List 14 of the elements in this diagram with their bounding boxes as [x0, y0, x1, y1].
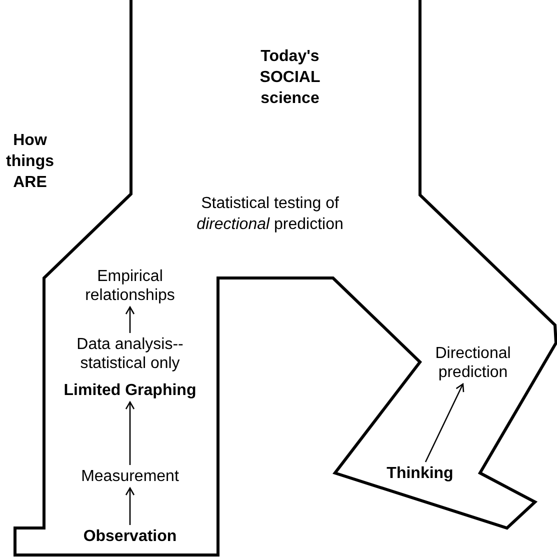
step-label: Directional prediction	[434, 344, 512, 382]
bold-step-label: Thinking	[386, 464, 454, 483]
step-label: Measurement	[81, 467, 179, 486]
bold-step-label: Observation	[83, 527, 177, 546]
heading-label: How things ARE	[5, 131, 55, 193]
heading-label: Today's SOCIAL science	[258, 47, 322, 109]
arrow	[125, 306, 135, 333]
arrow	[125, 401, 135, 465]
step-label: Empirical relationships	[84, 267, 176, 305]
step-label: Data analysis-- statistical only	[76, 335, 184, 373]
arrow	[125, 487, 135, 525]
note-label: Statistical testing of directional prediction	[196, 194, 344, 235]
arrow	[424, 383, 464, 462]
bold-step-label: Limited Graphing	[64, 381, 196, 400]
